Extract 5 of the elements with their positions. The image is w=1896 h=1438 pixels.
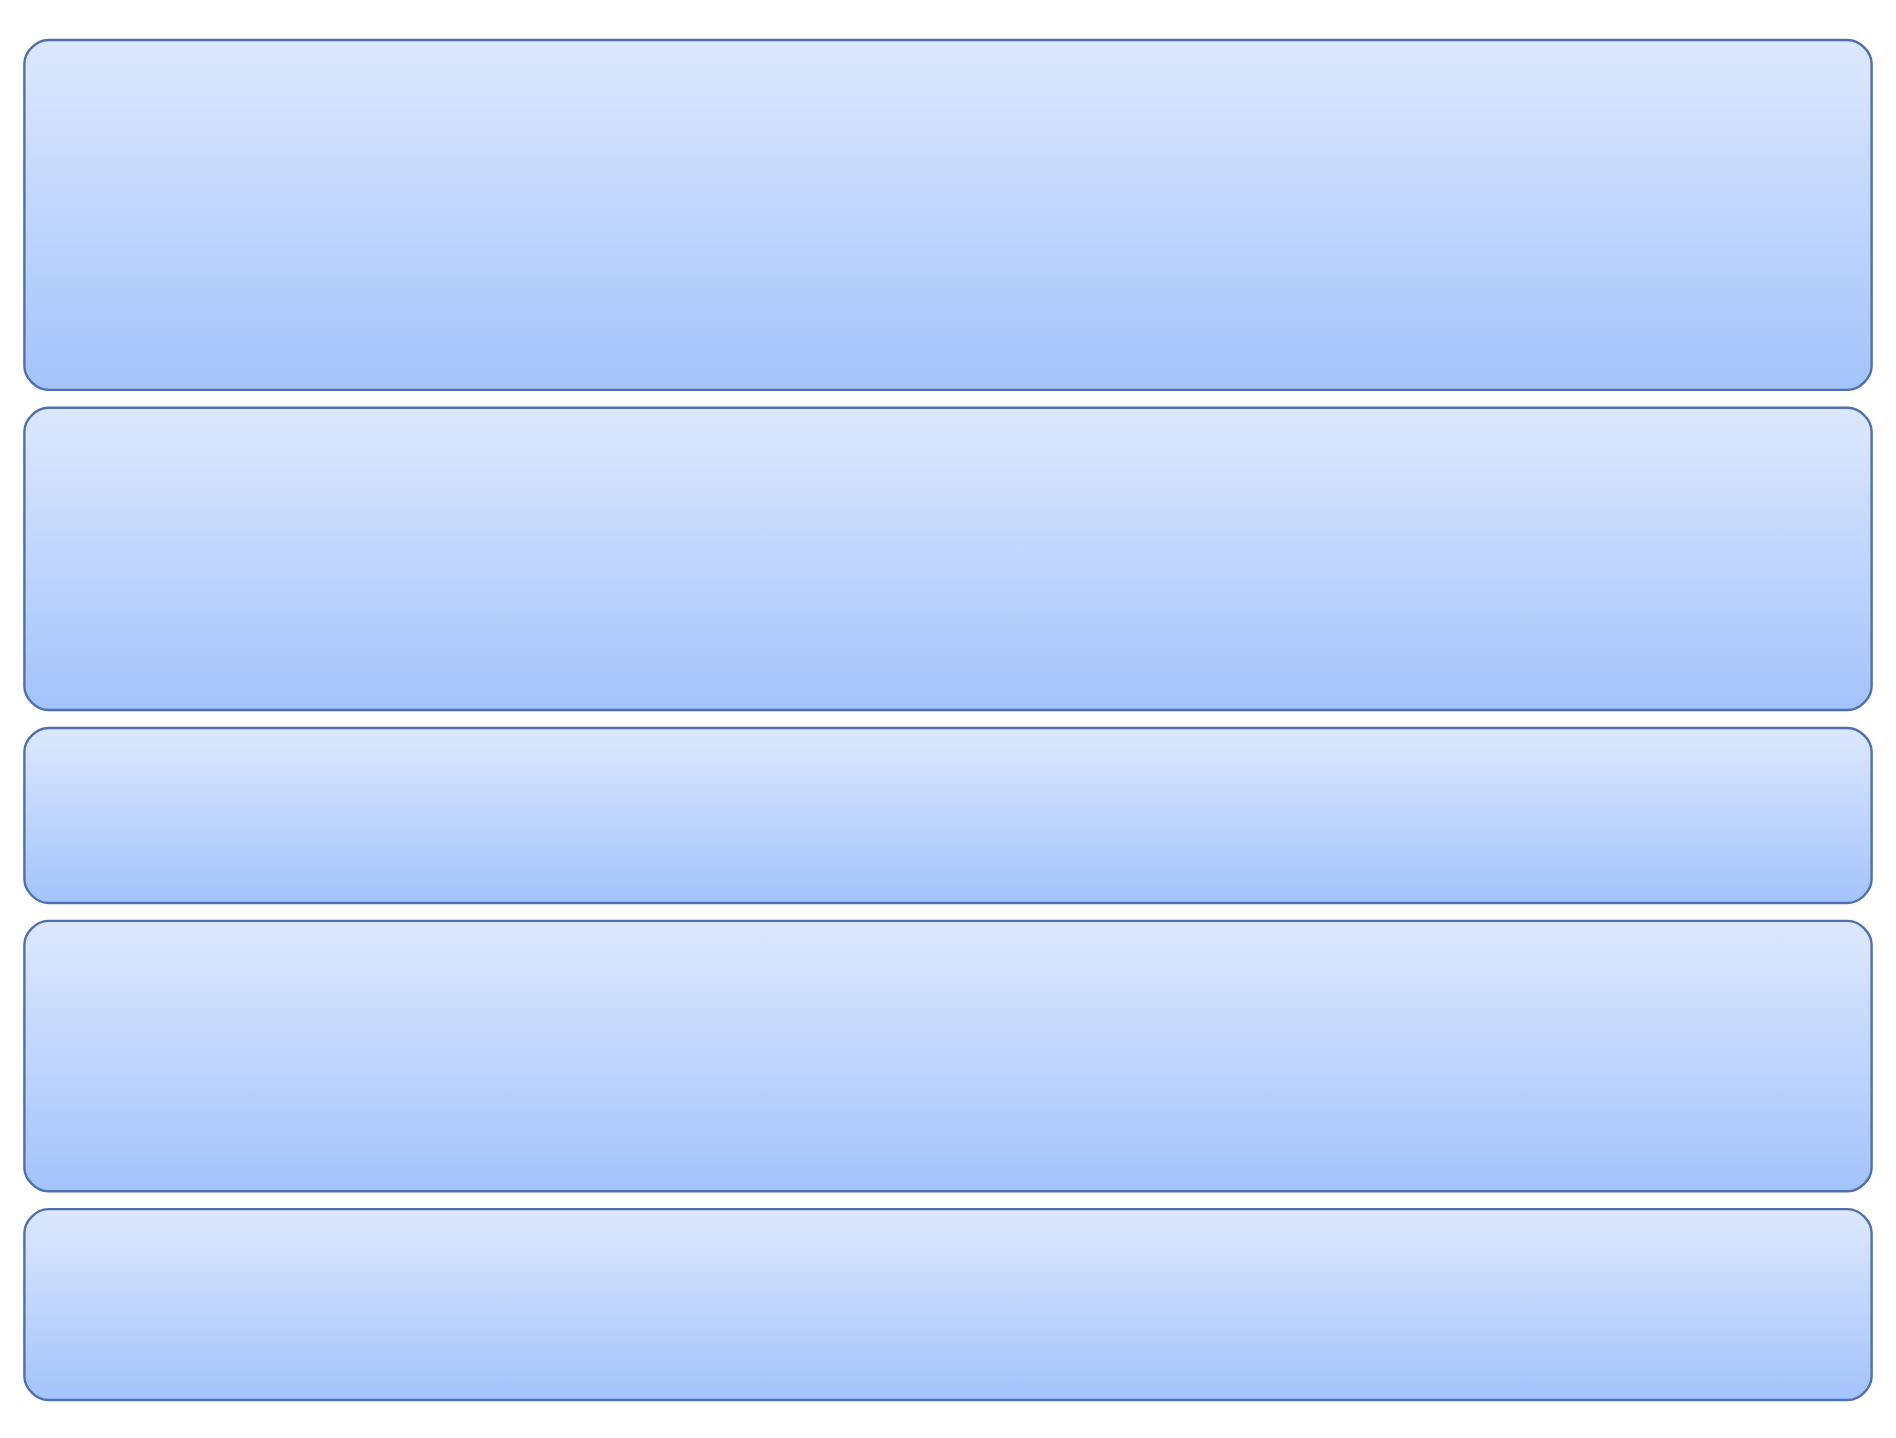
node-box xyxy=(23,37,1873,391)
node-box xyxy=(23,405,1873,711)
node-box xyxy=(23,918,1873,1192)
node-box xyxy=(23,1206,1873,1401)
node-box xyxy=(23,725,1873,904)
